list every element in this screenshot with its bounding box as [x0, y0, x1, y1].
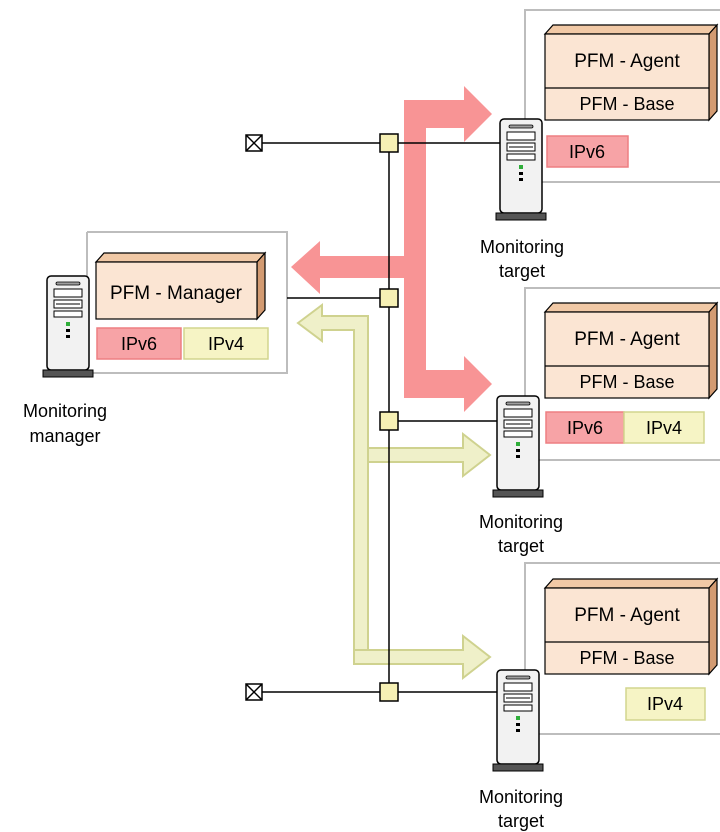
target2-agent-label: PFM - Agent — [574, 329, 680, 350]
manager-caption-line1: Monitoring — [23, 401, 107, 421]
target3-base-label: PFM - Base — [579, 648, 674, 668]
server-tower-icon — [492, 395, 544, 498]
target2-base-label: PFM - Base — [579, 372, 674, 392]
target1-agent-label: PFM - Agent — [574, 51, 680, 72]
target3-agent-label: PFM - Agent — [574, 605, 680, 626]
manager-ipv4-label: IPv4 — [208, 334, 244, 354]
manager-ipv4-badge: IPv4 — [183, 327, 269, 360]
target1-ipv6-label: IPv6 — [569, 142, 605, 162]
component-top — [94, 252, 267, 263]
network-terminator-icon — [245, 683, 263, 701]
target2-caption-line2: target — [498, 536, 544, 556]
manager-ipv6-label: IPv6 — [121, 334, 157, 354]
ipv4-arrow-to-manager — [296, 303, 369, 651]
target2-group-border — [524, 287, 720, 461]
manager-component: PFM - Manager — [94, 251, 267, 321]
target2-agent-stack: PFM - Agent PFM - Base — [543, 301, 719, 400]
target2-ipv6-badge: IPv6 — [545, 411, 625, 444]
target3-caption-line1: Monitoring — [479, 787, 563, 807]
network-node-icon — [379, 288, 399, 308]
component-face — [95, 261, 258, 320]
network-terminator-icon — [245, 134, 263, 152]
target3-ipv4-label: IPv4 — [647, 694, 683, 714]
server-tower-icon — [492, 669, 544, 772]
ipv6-arrow-to-manager — [291, 241, 404, 294]
target3-group-border — [524, 562, 720, 735]
network-node-icon — [379, 411, 399, 431]
target3-agent-stack: PFM - Agent PFM - Base — [543, 577, 719, 676]
component-side — [256, 251, 266, 321]
ipv4-arrow-group — [296, 303, 492, 681]
target1-caption-line1: Monitoring — [480, 237, 564, 257]
manager-caption-line2: manager — [29, 426, 100, 446]
manager-ipv6-badge: IPv6 — [96, 327, 182, 360]
target3-ipv4-badge: IPv4 — [625, 687, 706, 721]
target3-caption-line2: target — [498, 811, 544, 831]
manager-component-label: PFM - Manager — [110, 283, 243, 304]
ipv6-arrow-to-target2 — [404, 356, 492, 412]
server-tower-icon — [495, 118, 547, 221]
ipv6-arrow-to-target1 — [404, 86, 492, 384]
target1-group-border — [524, 9, 720, 183]
network-node-icon — [379, 133, 399, 153]
target1-base-label: PFM - Base — [579, 94, 674, 114]
target2-ipv6-label: IPv6 — [567, 418, 603, 438]
target2-ipv4-badge: IPv4 — [623, 411, 705, 444]
target2-caption-line1: Monitoring — [479, 512, 563, 532]
network-node-icon — [379, 682, 399, 702]
target1-ipv6-badge: IPv6 — [546, 135, 629, 168]
target1-caption-line2: target — [499, 261, 545, 281]
ipv4-arrow-to-target2 — [367, 431, 492, 479]
ipv6-arrow-group — [291, 86, 492, 412]
target1-agent-stack: PFM - Agent PFM - Base — [543, 23, 719, 122]
ipv4-arrow-to-target3 — [353, 633, 492, 681]
target2-ipv4-label: IPv4 — [646, 418, 682, 438]
server-tower-icon — [42, 275, 94, 378]
